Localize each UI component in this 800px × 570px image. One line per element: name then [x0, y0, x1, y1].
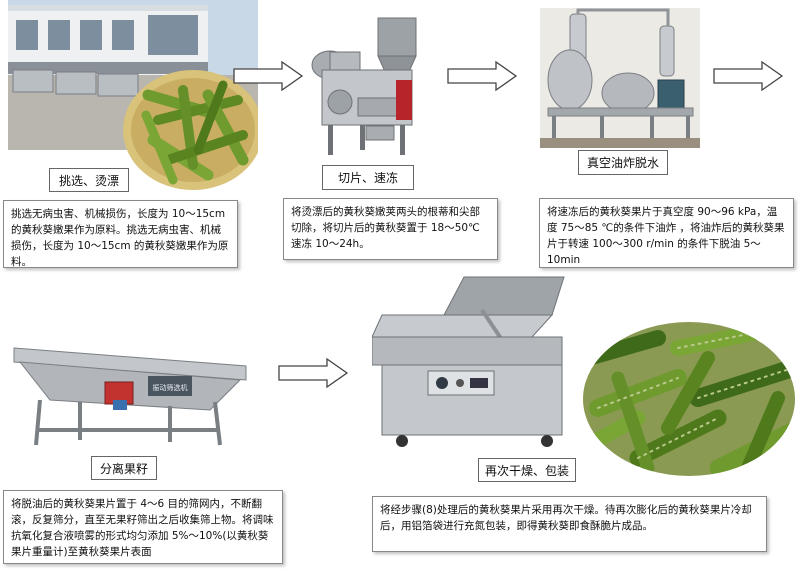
- step-5-description: 将经步骤(8)处理后的黄秋葵果片采用再次干燥。待再次膨化后的黄秋葵果片冷却后，用…: [372, 496, 767, 552]
- vacuum-packing-machine-photo: [372, 275, 572, 450]
- step-1-label: 挑选、烫漂: [49, 168, 129, 192]
- vacuum-fryer-photo: [540, 8, 700, 148]
- step-1-description: 挑选无病虫害、机械损伤，长度为 10～15cm 的黄秋葵嫩果作为原料。挑选无病虫…: [3, 200, 238, 268]
- arrow-right-icon: [232, 60, 304, 92]
- arrow-right-icon: [712, 60, 784, 92]
- vibrating-screen-photo: 振动筛选机: [10, 330, 250, 450]
- step-4-label: 分离果籽: [91, 456, 157, 480]
- step-3-label: 真空油炸脱水: [578, 150, 668, 175]
- step-2-label: 切片、速冻: [322, 165, 414, 190]
- slicing-machine-photo: [300, 10, 440, 160]
- arrow-right-icon: [277, 357, 349, 389]
- arrow-right-icon: [446, 60, 518, 92]
- step-4-description: 将脱油后的黄秋葵果片置于 4～6 目的筛网内，不断翻滚，反复筛分，直至无果籽筛出…: [3, 490, 283, 564]
- okra-chips-photo: [578, 318, 800, 480]
- step-5-label: 再次干燥、包装: [478, 458, 576, 482]
- okra-factory-photo: [8, 0, 258, 190]
- machine-plate: 振动筛选机: [153, 383, 188, 392]
- step-2-description: 将烫漂后的黄秋葵嫩荚两头的根蒂和尖部切除，将切片后的黄秋葵置于 18～50℃速冻…: [283, 198, 498, 260]
- step-3-description: 将速冻后的黄秋葵果片于真空度 90～96 kPa，温度 75～85 ℃的条件下油…: [539, 198, 794, 268]
